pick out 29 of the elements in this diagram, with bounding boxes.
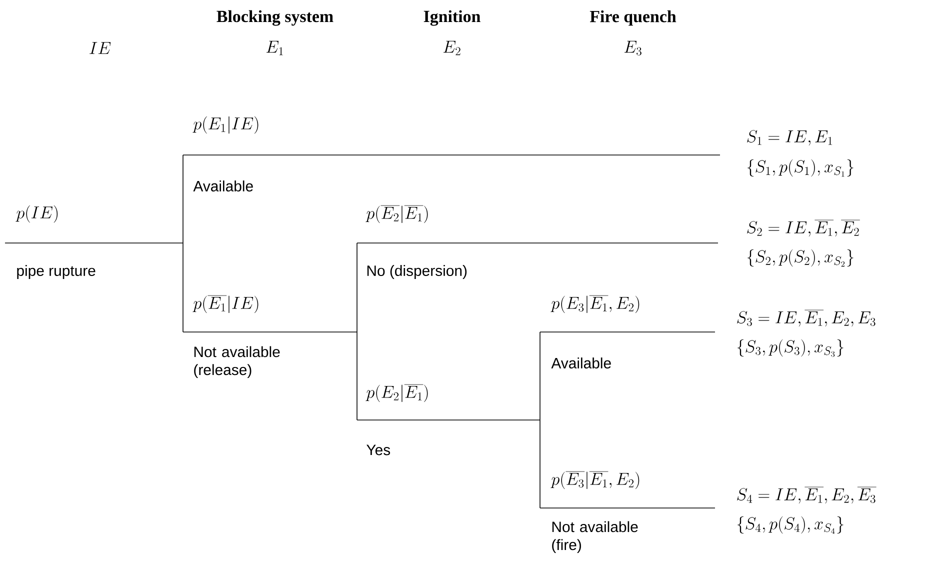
event-symbol: $E_3$ xyxy=(624,40,642,56)
event-symbol: $E_2$ xyxy=(443,40,460,56)
branch-label: Available xyxy=(193,180,253,192)
event-symbol: $E_1$ xyxy=(266,40,283,56)
probability-label: $p(E_1|IE)$ xyxy=(192,116,258,134)
event-symbol: $IE$ xyxy=(90,42,111,54)
probability-label: $p(IE)$ xyxy=(16,205,58,223)
probability-label: $p(E_3|\overline{E_1}, E_2)$ xyxy=(550,296,640,314)
event-label: pipe rupture xyxy=(17,265,96,279)
column-header: Ignition xyxy=(424,10,480,26)
outcome-set: $\Big\{S_1, p(S_1), x_{S_1}\Big\}$ xyxy=(747,159,854,177)
branch-label: Yes xyxy=(366,444,390,456)
branch-label: Not available (release) xyxy=(194,346,280,378)
outcome-label: $S_4 = IE, \overline{E_1}, E_2, \overline{E_3}$ xyxy=(737,487,876,504)
branch-label: No (dispersion) xyxy=(367,265,467,279)
probability-label: $p(\overline{E_3}|\overline{E_1}, E_2)$ xyxy=(550,472,640,490)
probability-label: $p(E_2|\overline{E_1})$ xyxy=(366,384,428,402)
outcome-set: $\Big\{S_3, p(S_3), x_{S_3}\Big\}$ xyxy=(737,339,844,357)
outcome-set: $\Big\{S_2, p(S_2), x_{S_2}\Big\}$ xyxy=(747,249,854,267)
column-header: Blocking system xyxy=(216,10,334,26)
outcome-set: $\Big\{S_4, p(S_4), x_{S_4}\Big\}$ xyxy=(737,516,844,534)
probability-label: $p(\overline{E_2}|\overline{E_1})$ xyxy=(366,206,428,224)
branch-label: Not available (fire) xyxy=(552,521,638,554)
outcome-label: $S_1 = IE, E_1$ xyxy=(747,130,832,146)
branch-label: Available xyxy=(551,358,611,368)
probability-label: $p(\overline{E_1}|IE)$ xyxy=(192,296,258,314)
outcome-label: $S_2 = IE, \overline{E_1}, \overline{E_2}$ xyxy=(747,220,860,237)
outcome-label: $S_3 = IE, \overline{E_1}, E_2, E_3$ xyxy=(737,310,876,327)
column-header: Fire quench xyxy=(590,10,676,26)
